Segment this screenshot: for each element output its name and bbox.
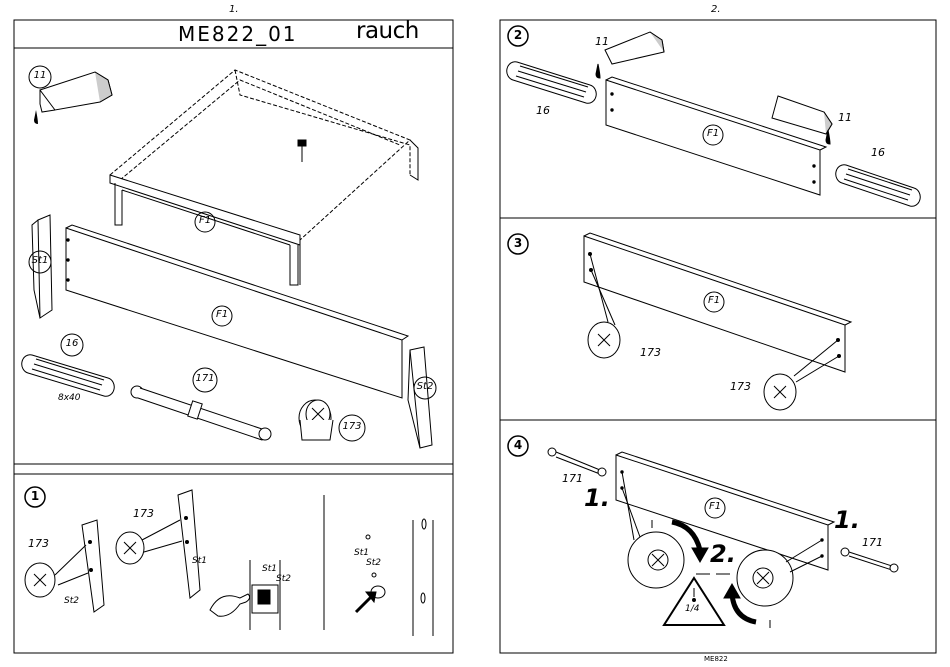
step1-st1-label: St1 bbox=[192, 556, 207, 566]
step3-panel-label: F1 bbox=[704, 295, 724, 306]
cam-lock-drawing bbox=[299, 400, 333, 440]
connector-bolt-drawing bbox=[131, 386, 271, 440]
step-1-number: 1 bbox=[27, 489, 43, 503]
step2-drawing bbox=[507, 32, 920, 206]
step2-panel-label: F1 bbox=[703, 128, 723, 139]
step4-bolt-label-right: 171 bbox=[862, 536, 883, 549]
step1-st2-label: St2 bbox=[64, 596, 79, 606]
step4-drawing bbox=[548, 448, 898, 628]
step4-order-1-left: 1. bbox=[584, 484, 610, 512]
dowel-drawing bbox=[22, 355, 114, 397]
step-4-number: 4 bbox=[510, 438, 526, 452]
step2-glue-label-left: 11 bbox=[595, 35, 609, 48]
step1-cam-label-left: 173 bbox=[28, 537, 49, 550]
front-panel-drawing bbox=[66, 225, 408, 398]
step1-pair-st1: St1 bbox=[354, 548, 369, 558]
step3-cam-label-left: 173 bbox=[640, 346, 661, 359]
part-label-glue: 11 bbox=[30, 70, 50, 81]
step4-bolt-label-left: 171 bbox=[562, 472, 583, 485]
step1-detail-st1: St1 bbox=[262, 564, 277, 574]
part-label-bolt: 171 bbox=[193, 373, 217, 384]
step4-warning-turn: 1/4 bbox=[685, 604, 699, 614]
step3-cam-label-right: 173 bbox=[730, 380, 751, 393]
step2-glue-label-right: 11 bbox=[838, 111, 852, 124]
step4-order-1-right: 1. bbox=[834, 506, 860, 534]
step1-detail-st2: St2 bbox=[276, 574, 291, 584]
part-label-st1: St1 bbox=[28, 255, 52, 266]
part-label-dowel: 16 bbox=[62, 338, 82, 349]
footer-code: ME822 bbox=[704, 655, 728, 663]
part-label-cam: 173 bbox=[340, 421, 364, 432]
step-2-number: 2 bbox=[510, 28, 526, 42]
step2-dowel-label-right: 16 bbox=[871, 146, 885, 159]
step4-panel-label: F1 bbox=[705, 501, 725, 512]
part-label-frame-f1: F1 bbox=[195, 215, 215, 226]
side-panel-st1-drawing bbox=[32, 215, 52, 318]
part-label-st2: St2 bbox=[413, 381, 437, 392]
step4-order-2: 2. bbox=[710, 540, 736, 568]
step2-dowel-label-left: 16 bbox=[536, 104, 550, 117]
step1-pair-st2: St2 bbox=[366, 558, 381, 568]
part-label-f1: F1 bbox=[212, 309, 232, 320]
step-3-number: 3 bbox=[510, 236, 526, 250]
step1-cam-label-mid: 173 bbox=[133, 507, 154, 520]
brand-logo: rauch bbox=[356, 18, 419, 44]
dowel-size-label: 8x40 bbox=[58, 393, 81, 403]
step3-drawing bbox=[584, 233, 851, 410]
model-code-title: ME822_01 bbox=[178, 22, 298, 46]
